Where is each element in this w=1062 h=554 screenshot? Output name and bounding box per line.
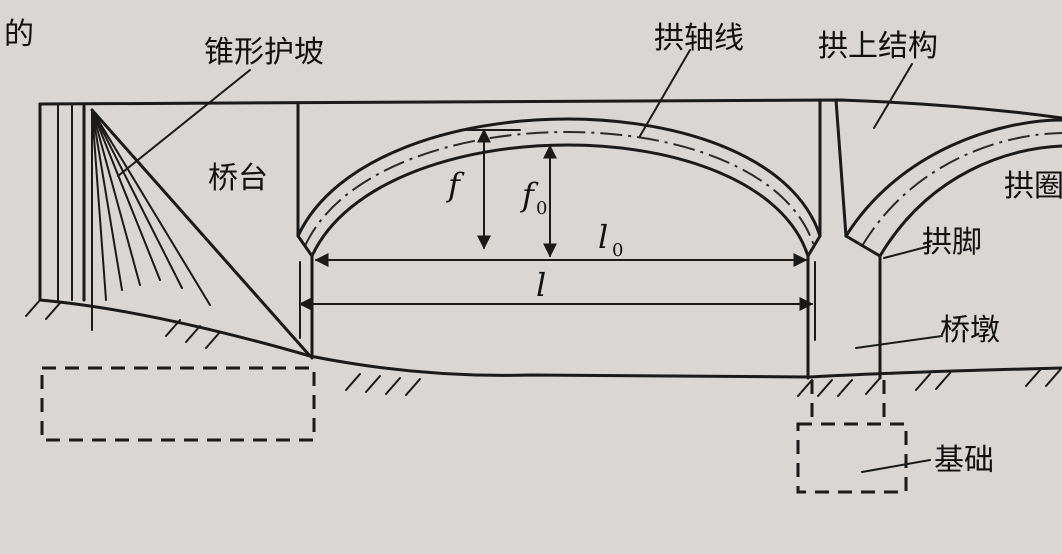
span-symbol: l <box>536 266 546 304</box>
cone-slope-fan <box>90 108 312 358</box>
net-rise-subscript: 0 <box>536 198 547 219</box>
rise-dimension <box>459 128 521 250</box>
abutment-label: 桥台 <box>208 161 268 196</box>
pier-label: 桥墩 <box>940 313 1000 348</box>
embankment-lines <box>38 102 86 302</box>
main-arch-ring <box>296 117 822 258</box>
net-span-symbol: l <box>598 218 608 256</box>
rise-symbol: f <box>446 166 465 204</box>
foundation-label: 基础 <box>934 443 994 478</box>
net-span-subscript: 0 <box>612 240 623 261</box>
leader-lines <box>117 49 943 473</box>
edge-char-label: 的 <box>4 17 34 52</box>
arch-axis-label: 拱轴线 <box>654 21 744 56</box>
pier-foundation <box>796 380 908 494</box>
ground-profile <box>38 298 1062 379</box>
arch-partial-label: 拱圈 <box>1004 169 1062 204</box>
ground-hatching <box>25 299 1061 397</box>
superstructure-label: 拱上结构 <box>818 29 938 64</box>
right-arch-ring <box>844 118 1062 258</box>
deck-line <box>38 98 1062 120</box>
cone-slope-label: 锥形护坡 <box>204 35 324 70</box>
abutment-foundation <box>40 366 316 442</box>
pier <box>806 98 882 380</box>
springing-label: 拱脚 <box>922 225 982 260</box>
